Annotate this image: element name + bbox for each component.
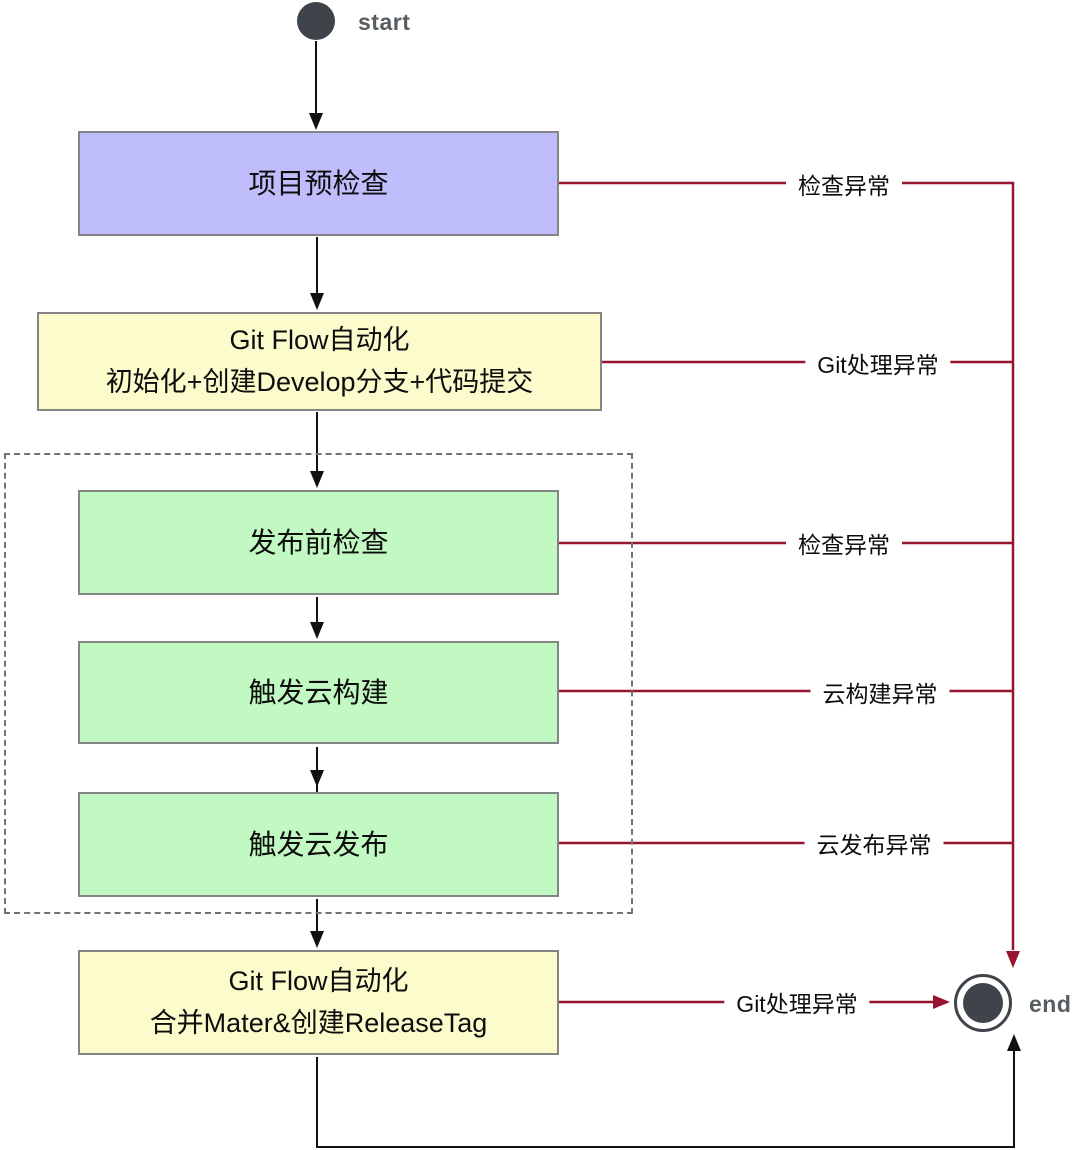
edge-label-cloud-build-exception: 云构建异常 bbox=[810, 673, 950, 711]
node-trigger-cloud-build: 触发云构建 bbox=[78, 641, 559, 744]
edge-label-check-exception-2: 检查异常 bbox=[786, 524, 902, 562]
node-label: 发布前检查 bbox=[248, 526, 389, 558]
end-node bbox=[954, 974, 1012, 1032]
end-label: end bbox=[1029, 991, 1072, 1017]
release-stage-group-frame bbox=[4, 453, 633, 914]
edge-cloud-release-to-gitflow-merge bbox=[310, 899, 324, 948]
node-sublabel: 合并Mater&创建ReleaseTag bbox=[149, 1007, 488, 1038]
node-label: 触发云发布 bbox=[248, 828, 389, 860]
node-label: Git Flow自动化 bbox=[229, 324, 410, 355]
start-node bbox=[297, 2, 335, 40]
node-project-precheck: 项目预检查 bbox=[78, 131, 559, 236]
edge-precheck-to-gitflow-init bbox=[310, 237, 324, 310]
edge-start-to-precheck bbox=[309, 41, 323, 130]
start-label: start bbox=[358, 9, 411, 35]
edge-gitflow-merge-to-end bbox=[316, 1034, 1021, 1148]
edge-label-cloud-release-exception: 云发布异常 bbox=[804, 824, 944, 862]
node-pre-release-check: 发布前检查 bbox=[78, 490, 559, 595]
edge-gitflow-init-to-prerelease-check bbox=[310, 412, 324, 488]
end-node-core bbox=[963, 983, 1003, 1023]
node-sublabel: 初始化+创建Develop分支+代码提交 bbox=[105, 366, 534, 397]
node-gitflow-init: Git Flow自动化 初始化+创建Develop分支+代码提交 bbox=[37, 312, 602, 411]
edge-label-git-exception-2: Git处理异常 bbox=[724, 983, 870, 1021]
edge-exception-trunk bbox=[559, 181, 1020, 968]
node-label: Git Flow自动化 bbox=[228, 965, 409, 996]
node-trigger-cloud-release: 触发云发布 bbox=[78, 792, 559, 897]
edge-prerelease-check-to-cloud-build bbox=[310, 597, 324, 639]
edge-label-git-exception-1: Git处理异常 bbox=[805, 344, 951, 382]
node-label: 项目预检查 bbox=[248, 167, 389, 199]
node-gitflow-merge: Git Flow自动化 合并Mater&创建ReleaseTag bbox=[78, 950, 559, 1055]
edge-cloud-build-to-cloud-release bbox=[310, 747, 324, 792]
node-label: 触发云构建 bbox=[248, 676, 389, 708]
edge-label-check-exception-1: 检查异常 bbox=[786, 165, 902, 203]
